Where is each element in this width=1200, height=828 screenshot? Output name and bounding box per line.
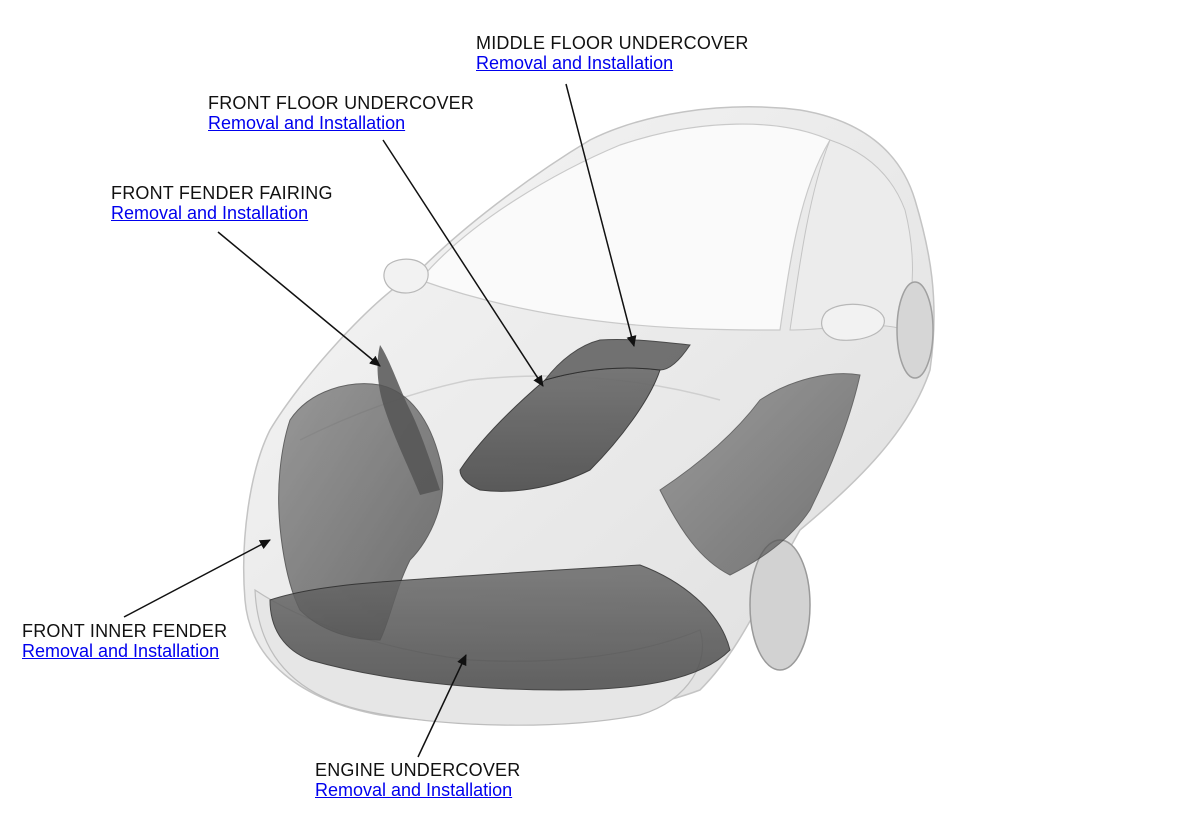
middle-floor-undercover-part [543, 338, 691, 381]
front-right-wheel [749, 539, 811, 671]
callout-title: MIDDLE FLOOR UNDERCOVER [476, 33, 749, 53]
callout-middle-floor-undercover: MIDDLE FLOOR UNDERCOVER Removal and Inst… [476, 33, 749, 75]
front-fender-fairing-link[interactable]: Removal and Installation [111, 203, 309, 223]
engine-undercover-link[interactable]: Removal and Installation [315, 780, 513, 800]
callout-front-inner-fender: FRONT INNER FENDER Removal and Installat… [22, 621, 227, 663]
rear-right-wheel [896, 281, 934, 379]
leader-front-fender-fairing [217, 231, 381, 367]
front-floor-undercover-part [459, 367, 661, 492]
front-fender-fairing-part [377, 345, 440, 495]
callout-engine-undercover: ENGINE UNDERCOVER Removal and Installati… [315, 760, 520, 802]
callout-front-floor-undercover: FRONT FLOOR UNDERCOVER Removal and Insta… [208, 93, 474, 135]
callout-title: FRONT INNER FENDER [22, 621, 228, 641]
front-floor-undercover-link[interactable]: Removal and Installation [208, 113, 406, 133]
middle-floor-undercover-link[interactable]: Removal and Installation [476, 53, 674, 73]
front-inner-fender-link[interactable]: Removal and Installation [22, 641, 220, 661]
callout-title: FRONT FLOOR UNDERCOVER [208, 93, 475, 113]
callout-title: FRONT FENDER FAIRING [111, 183, 333, 203]
engine-undercover-part [269, 564, 731, 691]
callout-title: ENGINE UNDERCOVER [315, 760, 521, 780]
callout-front-fender-fairing: FRONT FENDER FAIRING Removal and Install… [111, 183, 333, 225]
leader-middle-floor-undercover [565, 83, 637, 347]
windshield [418, 123, 831, 331]
leader-front-floor-undercover [382, 139, 544, 387]
right-inner-fender-part [659, 373, 861, 576]
leader-front-inner-fender [123, 539, 271, 618]
leader-engine-undercover [417, 654, 467, 758]
right-mirror [821, 303, 885, 341]
left-mirror [383, 258, 429, 294]
